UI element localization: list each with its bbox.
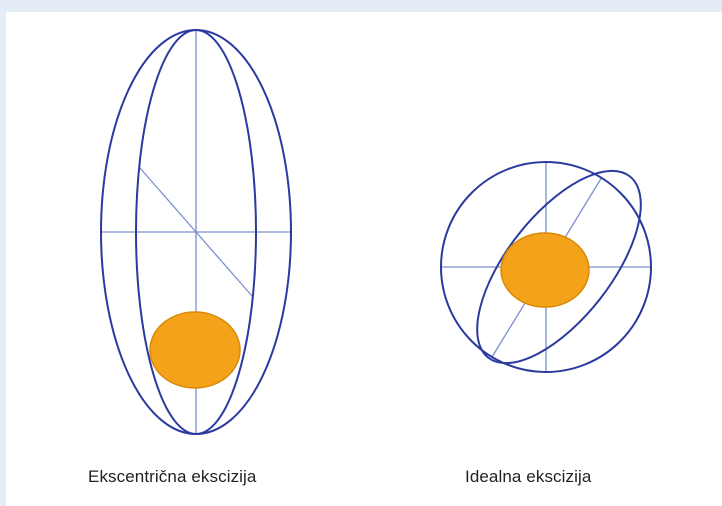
diagram-panel [6, 12, 722, 506]
diagonal-line [139, 167, 253, 297]
outer-circle [440, 161, 652, 373]
ideal-excision-figure [440, 161, 652, 373]
inner-ellipse [135, 29, 257, 435]
lesion [149, 311, 241, 389]
lesion [500, 232, 590, 308]
ideal-excision-caption: Idealna ekscizija [465, 467, 592, 486]
eccentric-excision-caption: Ekscentrična ekscizija [88, 467, 257, 486]
inner-ellipse [476, 169, 642, 365]
eccentric-excision-figure [100, 29, 292, 435]
